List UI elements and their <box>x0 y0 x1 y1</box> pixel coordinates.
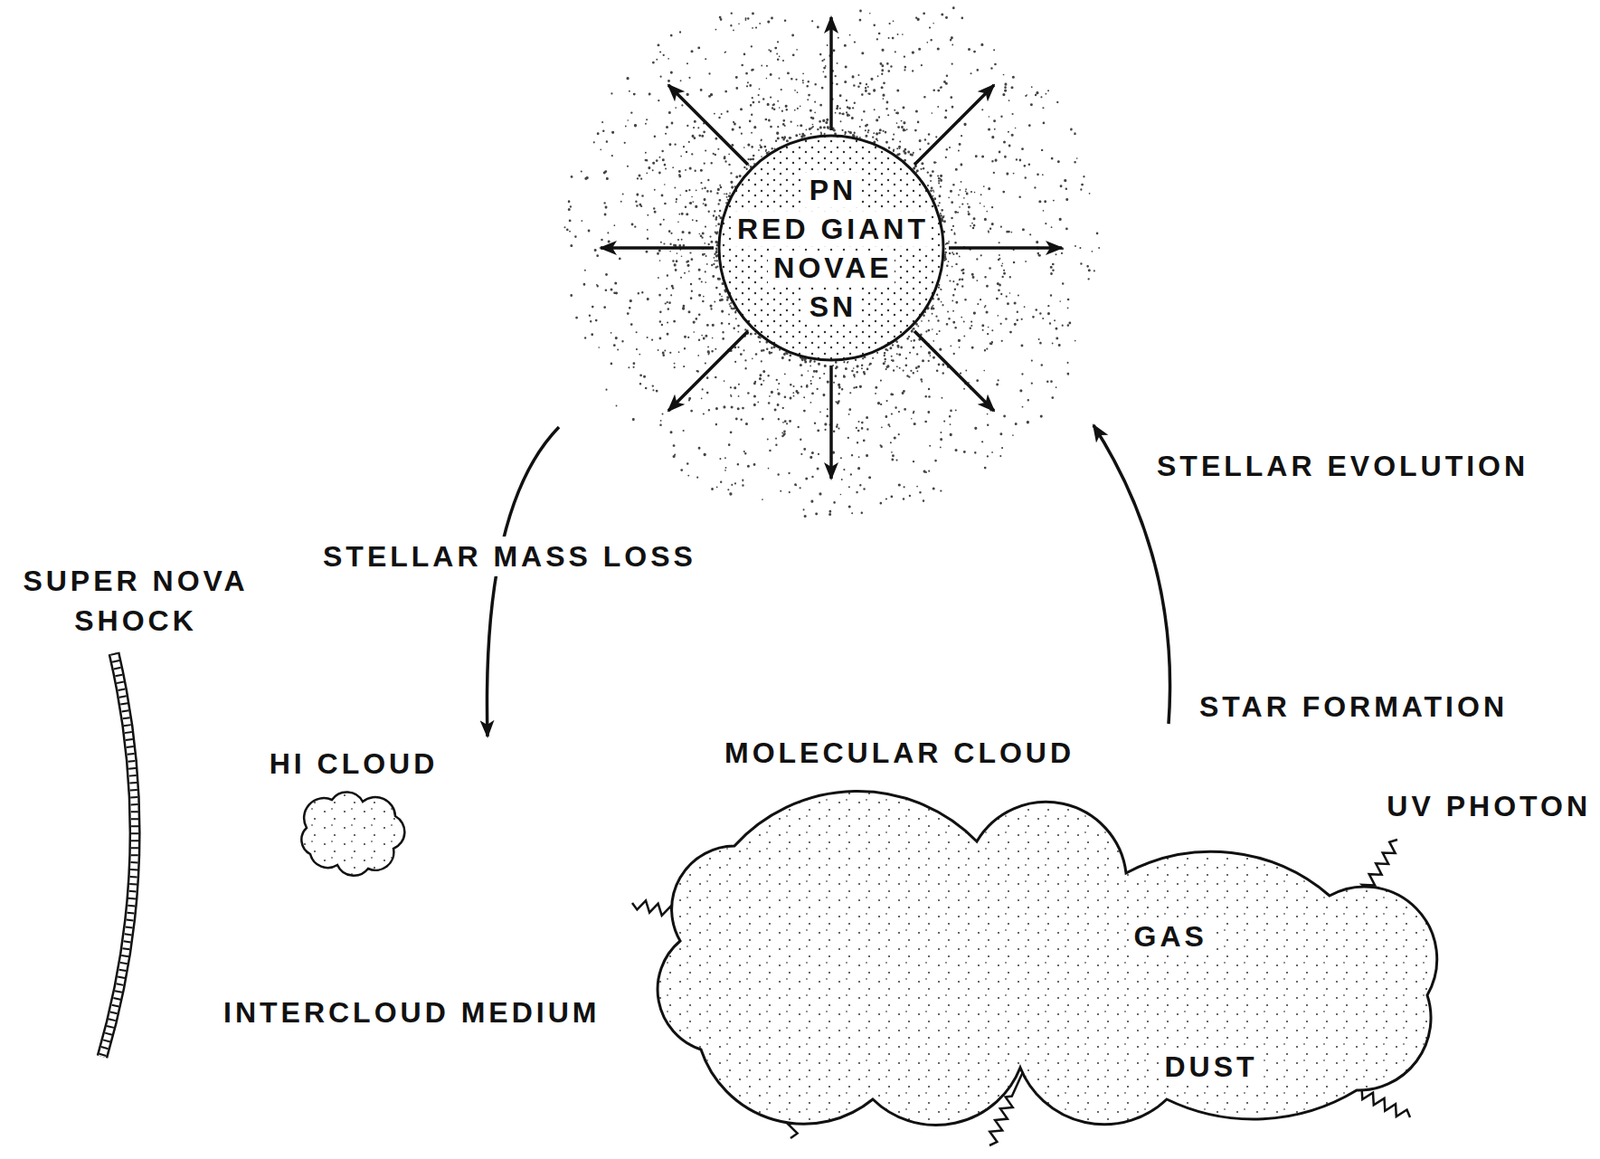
supernova-shock-front <box>102 653 135 1057</box>
star-type-label: SN <box>804 289 859 324</box>
heading-group: MOLECULAR CLOUD <box>724 732 1075 773</box>
ray-arrow <box>668 331 748 411</box>
shock-band <box>102 653 135 1057</box>
annotation-label: SUPER NOVA SHOCK <box>9 560 260 641</box>
ray-arrow <box>914 331 995 411</box>
ray-arrow <box>829 365 834 479</box>
star-type-label: NOVAE <box>767 250 894 285</box>
ray-arrow <box>829 17 834 131</box>
hi-cloud-blob: HI CLOUD <box>252 741 452 878</box>
molecular-cloud-outline <box>633 723 1448 1149</box>
ray-arrow <box>600 246 714 250</box>
halo-speckle <box>564 6 1101 518</box>
star-ground <box>719 135 944 360</box>
mass-loss-arrow <box>486 426 559 737</box>
cloud-heading: MOLECULAR CLOUD <box>724 732 1075 773</box>
annotation-label: STAR FORMATION <box>1195 686 1510 727</box>
star-outline <box>568 3 1094 493</box>
blob-outline <box>301 791 405 875</box>
star-type-label: PN <box>804 172 859 208</box>
blob-ground <box>301 791 405 875</box>
star-circle-outline <box>719 135 944 360</box>
component-label: DUST <box>1159 1050 1260 1083</box>
component-label: GAS <box>1128 919 1210 953</box>
annotation-label: UV PHOTON <box>1382 785 1593 826</box>
molecular-cloud: MOLECULAR CLOUD GAS DUST <box>633 723 1448 1149</box>
annotation-label: INTERCLOUD MEDIUM <box>219 992 602 1032</box>
annotation-label: STELLAR MASS LOSS <box>319 536 699 577</box>
gas-node: GAS <box>1125 916 1213 957</box>
star-circle: PNRED GIANTNOVAE SN <box>568 3 1094 493</box>
ray-arrow <box>914 85 995 165</box>
star-type-label: RED GIANT <box>731 211 931 247</box>
star-halo <box>564 6 1101 518</box>
heading-group: HI CLOUD <box>252 743 452 784</box>
dust-node: DUST <box>1155 1046 1264 1087</box>
cloud-ground <box>657 791 1438 1126</box>
shock-band-inner <box>102 653 135 1057</box>
star-text-group: PNRED GIANTNOVAE SN <box>568 172 1094 329</box>
ray-arrow <box>668 85 748 165</box>
ray-arrow <box>948 246 1062 250</box>
cloud-heading: HI CLOUD <box>252 743 452 784</box>
star-rays <box>600 17 1062 479</box>
cloud-outline <box>657 791 1438 1126</box>
shock-hatching <box>102 653 135 1057</box>
annotation-label: STELLAR EVOLUTION <box>1153 445 1531 486</box>
